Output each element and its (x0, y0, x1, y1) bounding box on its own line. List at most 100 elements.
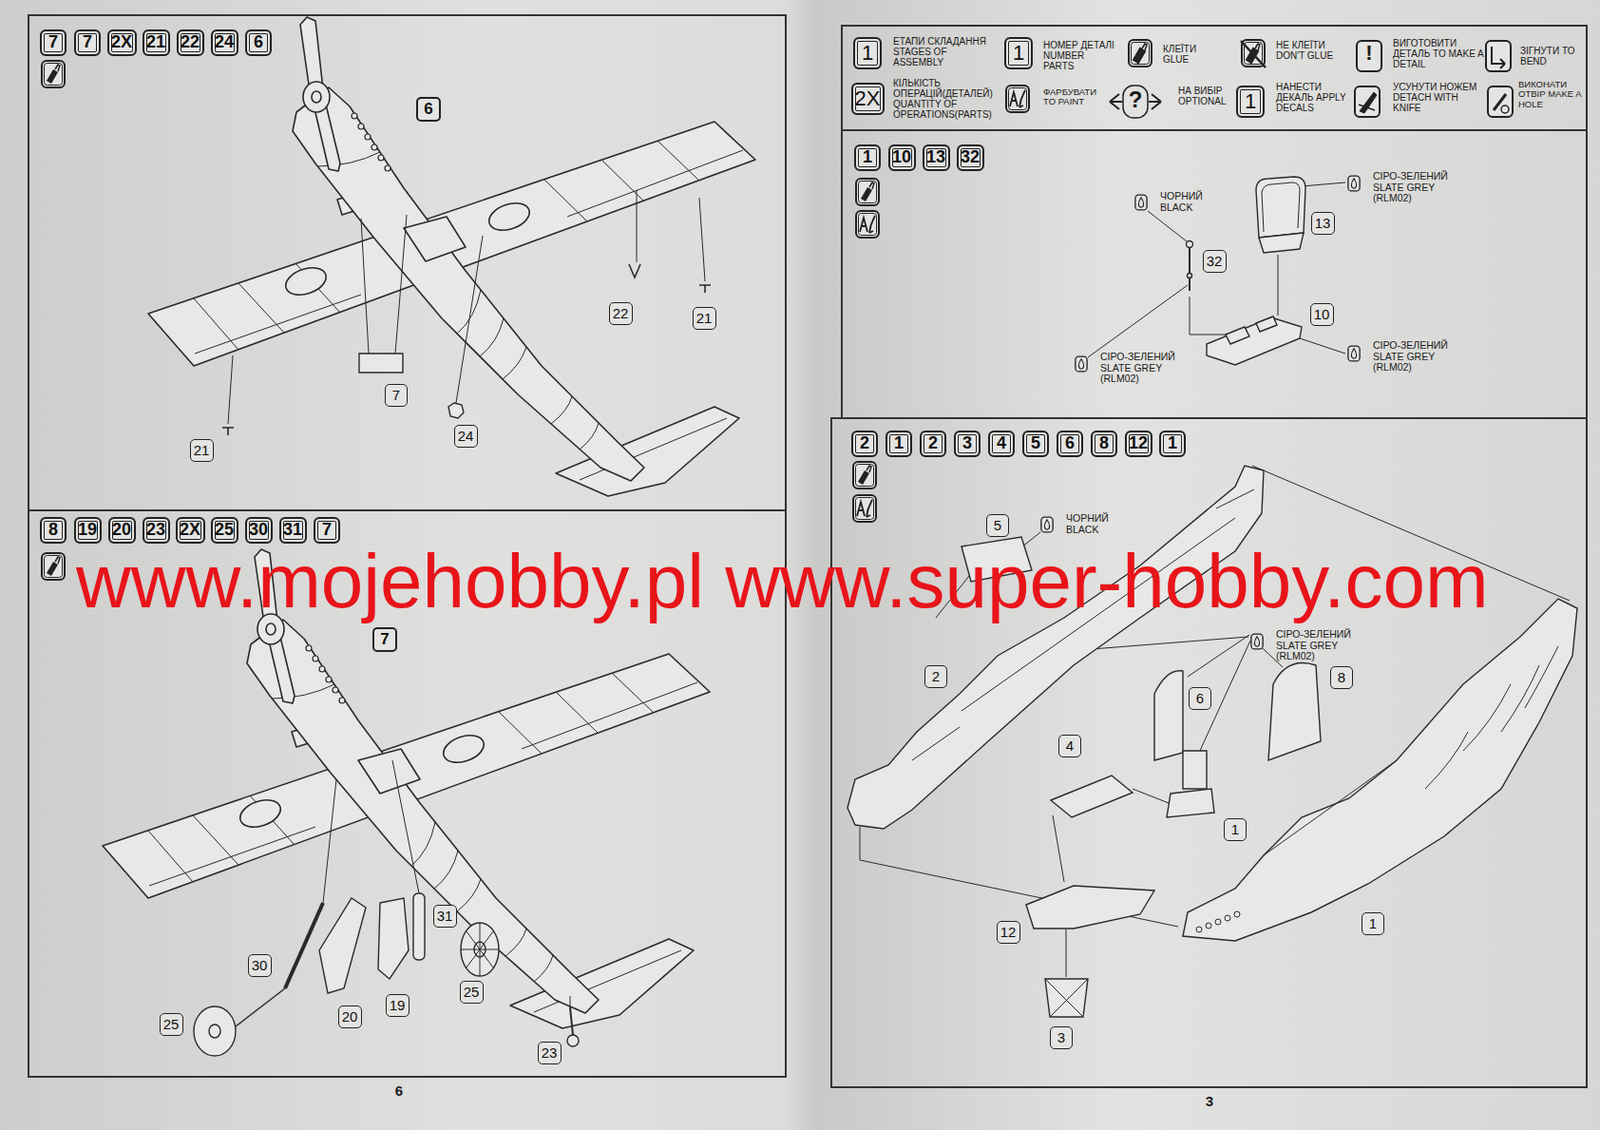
callout-number: 12 (996, 920, 1021, 944)
step-icon (41, 60, 879, 580)
legend-icon (1354, 86, 1380, 117)
legend-icon (1487, 86, 1513, 117)
legend-text: ВИКОНАТИ ОТВІР MAKE A HOLE (1518, 79, 1581, 110)
cockpit-drawing (1050, 775, 1133, 818)
page-number: 3 (1200, 1093, 1220, 1110)
node-text: 2 (932, 668, 940, 686)
aircraft-drawing (102, 17, 756, 1029)
part-drawing (209, 1024, 221, 1038)
page-number: 6 (389, 1083, 409, 1100)
step-number: 5 (1022, 430, 1049, 458)
legend-icon (1356, 40, 1382, 72)
watermark: www.mojehobby.pl www.super-hobby.com (76, 543, 1489, 620)
callout-number: 7 (384, 383, 408, 407)
cockpit-drawing (1182, 598, 1578, 941)
node-text: 31 (437, 908, 454, 925)
node-text: 5 (1030, 434, 1041, 454)
step-number: 1 (854, 144, 881, 172)
legend-symbol: 1 (853, 37, 882, 70)
cockpit-drawing (1087, 182, 1346, 358)
step-number: 8 (39, 516, 67, 544)
node-text: 8 (1337, 669, 1346, 686)
legend-symbol: 1 (1004, 37, 1033, 70)
cockpit-drawing (1263, 646, 1559, 856)
node-text: 32 (1206, 253, 1223, 270)
part-drawing (628, 264, 641, 278)
paint-marker (1251, 633, 1263, 649)
callout-number: 3 (1049, 1026, 1073, 1049)
step-icon (856, 210, 879, 238)
part-drawing (193, 190, 711, 1056)
node-text: 2 (859, 434, 870, 454)
panel-frame (841, 130, 1587, 419)
step-number: 2X (107, 29, 137, 57)
step-number: 25 (210, 516, 239, 544)
step-number: 4 (988, 430, 1015, 458)
node-text: 19 (77, 520, 97, 540)
legend-text: ВИГОТОВИТИ ДЕТАЛЬ TO MAKE A DETAIL (1392, 38, 1485, 70)
legend-icon (1493, 94, 1506, 111)
node-text: 24 (214, 33, 234, 53)
node-text: 7 (392, 387, 400, 404)
node-text: 22 (612, 305, 629, 323)
panel-frame (841, 25, 1587, 131)
node-text: 1 (894, 434, 904, 454)
node-text: 1 (1012, 41, 1025, 65)
node-text: 21 (146, 33, 166, 53)
aircraft-drawing (148, 17, 756, 496)
paint-label: СІРО-ЗЕЛЕНИЙ SLATE GREY (RLM02) (1372, 171, 1461, 205)
step-number: 24 (210, 29, 239, 57)
legend-icon (1148, 94, 1162, 110)
node-text: 23 (541, 1045, 558, 1062)
step-number: 7 (74, 29, 101, 57)
node-text: 22 (180, 33, 200, 53)
callout-number: 21 (190, 438, 214, 462)
step-number: 1 (1159, 430, 1186, 458)
part-drawing (460, 922, 499, 976)
part-drawing (460, 922, 499, 976)
node-text: 7 (82, 33, 93, 53)
cockpit-drawing (1154, 670, 1183, 761)
part-drawing (413, 893, 425, 960)
paint-label: СІРО-ЗЕЛЕНИЙ SLATE GREY (RLM02) (1100, 351, 1188, 385)
step-number: 3 (953, 430, 981, 458)
step-number: 7 (39, 29, 67, 57)
callout-number: 24 (454, 424, 478, 448)
step-icon (853, 461, 877, 489)
callout-number: 5 (986, 514, 1010, 537)
legend-text: ФАРБУВАТИ TO PAINT (1043, 87, 1106, 108)
callout-number: 25 (459, 980, 484, 1004)
node-text: 6 (253, 33, 264, 53)
step-number: 31 (279, 516, 307, 544)
callout-number: 10 (1310, 303, 1334, 326)
legend-icon (1128, 39, 1152, 67)
paint-label: ЧОРНИЙ BLACK (1160, 190, 1218, 213)
callout-number: 21 (692, 306, 717, 330)
node-text: 1 (1244, 90, 1257, 114)
node-text: 1 (1167, 434, 1178, 454)
cockpit-drawing (912, 489, 1255, 761)
legend-icon (1240, 40, 1266, 68)
legend-text: НА ВИБІР OPTIONAL (1178, 85, 1238, 107)
legend-symbol: 2X (851, 82, 885, 115)
legend-icon (1006, 85, 1029, 113)
cockpit-drawing (1234, 911, 1240, 917)
paint-marker (1041, 516, 1053, 533)
node-text: 24 (457, 428, 475, 445)
callout-number: 19 (385, 993, 410, 1017)
callout-number: 30 (247, 953, 272, 977)
node-text: 1 (1369, 915, 1377, 933)
legend-icon (1123, 85, 1148, 118)
node-text: 20 (342, 1009, 359, 1026)
step-number: 7 (313, 516, 341, 544)
node-text: 12 (1000, 924, 1017, 941)
paint-label: СІРО-ЗЕЛЕНИЙ SLATE GREY (RLM02) (1372, 340, 1461, 374)
legend-icon (1485, 40, 1511, 72)
callout-number: 31 (433, 904, 458, 928)
part-drawing (567, 1034, 579, 1047)
step-number: 20 (108, 516, 136, 544)
node-text: 12 (1128, 434, 1148, 454)
cockpit-drawing (1196, 911, 1240, 933)
node-text: 6 (423, 100, 433, 119)
node-text: 31 (283, 520, 303, 540)
